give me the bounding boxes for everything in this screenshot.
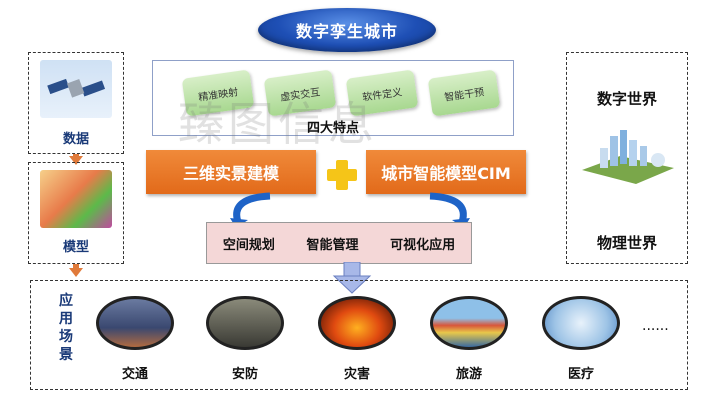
- model-label: 模型: [62, 240, 89, 255]
- city-model-image: [582, 130, 674, 184]
- application-item: 智能管理: [306, 237, 359, 253]
- modeling-3d-button: 三维实景建模: [146, 150, 316, 194]
- satellite-image: [40, 60, 112, 118]
- model-panel: [28, 162, 124, 264]
- data-label: 数据: [62, 132, 89, 147]
- features-caption: 四大特点: [306, 121, 359, 136]
- scenario-name: 灾害: [343, 367, 370, 382]
- page-title: 数字孪生城市: [258, 8, 436, 52]
- plus-icon: [327, 169, 357, 181]
- worlds-panel: [566, 52, 688, 264]
- physical-world-label: 物理世界: [596, 234, 657, 252]
- scenario-name: 安防: [231, 367, 258, 382]
- data-panel: [28, 52, 124, 154]
- scenario-name: 旅游: [455, 367, 482, 382]
- scenarios-label: 应用场景: [59, 293, 73, 363]
- security-image: [206, 296, 284, 350]
- down-arrow-icon: [69, 268, 83, 277]
- scenario-name: 医疗: [567, 367, 594, 382]
- model-image: [40, 170, 112, 228]
- medical-image: [542, 296, 620, 350]
- more-indicator: ......: [642, 318, 669, 334]
- applications-panel: 空间规划 智能管理 可视化应用: [206, 222, 472, 264]
- application-item: 空间规划: [222, 237, 275, 253]
- traffic-image: [96, 296, 174, 350]
- scenario-name: 交通: [121, 367, 148, 382]
- down-arrow-icon: [69, 156, 83, 165]
- tourism-image: [430, 296, 508, 350]
- disaster-image: [318, 296, 396, 350]
- arrow-stem: [73, 264, 79, 270]
- scenarios-panel: [30, 280, 688, 390]
- digital-world-label: 数字世界: [596, 90, 657, 108]
- application-item: 可视化应用: [390, 237, 456, 253]
- watermark: 臻图信息: [178, 97, 378, 151]
- cim-button: 城市智能模型CIM: [366, 150, 526, 194]
